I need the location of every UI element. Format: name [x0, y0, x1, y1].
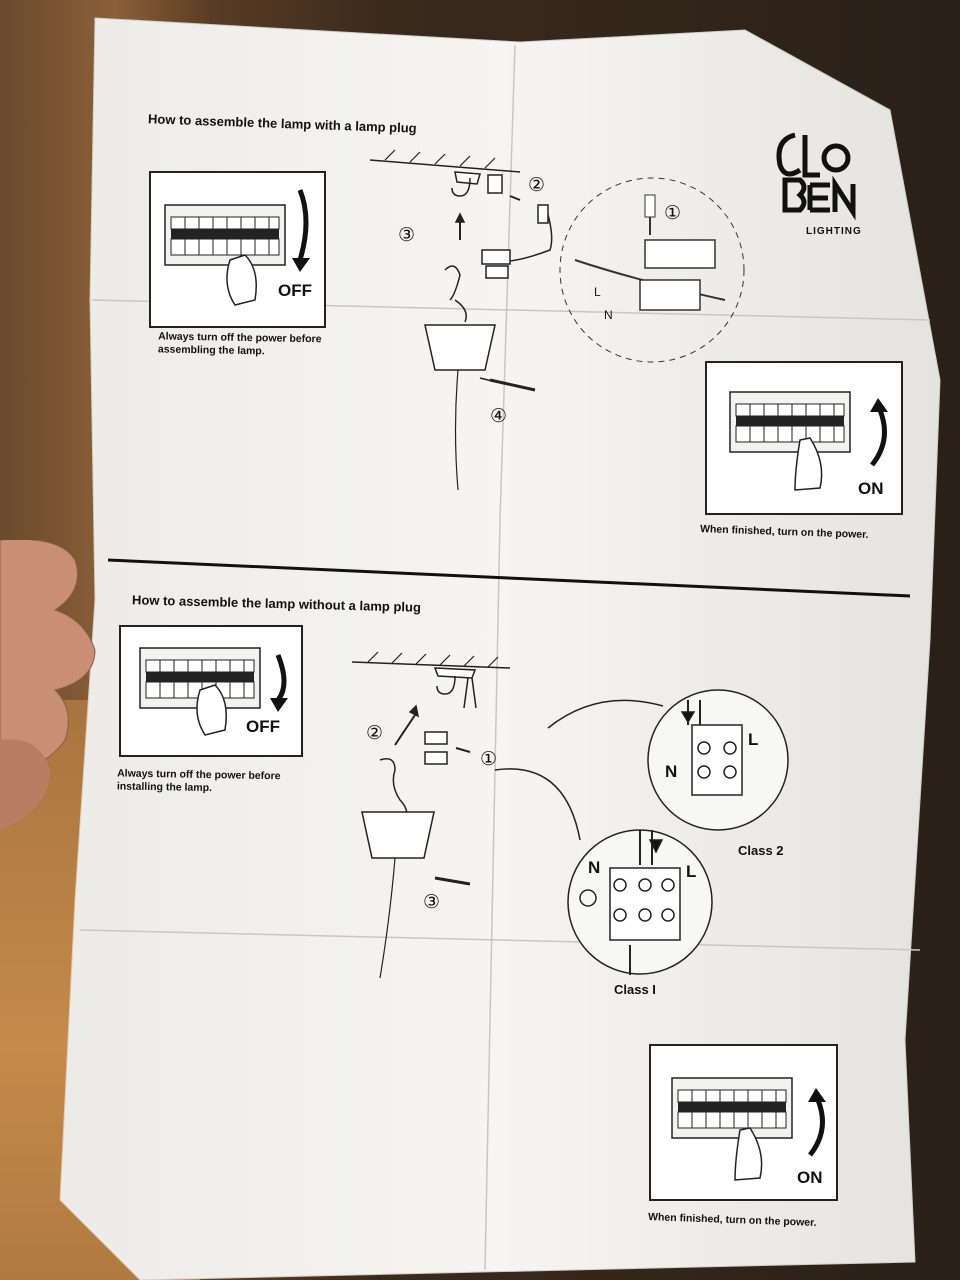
section1-step-3: ③ — [398, 225, 416, 246]
class2-terminal-circle — [547, 689, 789, 831]
globen-logo — [776, 132, 856, 221]
class1-terminal-circle — [494, 768, 713, 975]
section1-step-1: ① — [664, 203, 682, 224]
class2-l-label: L — [748, 730, 759, 749]
section1-step-4: ④ — [490, 406, 508, 427]
class2-n-label: N — [665, 762, 678, 781]
hand-holding-paper — [0, 540, 96, 830]
ceiling-mount-diagram-1 — [369, 149, 553, 491]
ceiling-mount-diagram-2 — [351, 651, 511, 979]
section2-off-label: OFF — [246, 717, 280, 736]
breaker-off-box-2 — [119, 625, 303, 757]
class2-label: Class 2 — [738, 843, 784, 858]
section2-step-1: ① — [480, 749, 498, 770]
breaker-off-box-1 — [149, 171, 326, 328]
breaker-on-box-1 — [705, 361, 903, 515]
wire-l-label: L — [594, 285, 601, 299]
class1-l-label: L — [686, 862, 697, 881]
section2-on-label: ON — [797, 1168, 823, 1187]
section1-on-label: ON — [858, 479, 884, 498]
terminal-zoom-circle — [559, 177, 745, 363]
section2-step-3: ③ — [423, 892, 441, 913]
section2-off-caption: Always turn off the power before install… — [116, 767, 281, 795]
class1-label: Class I — [614, 982, 656, 997]
brand-sub: LIGHTING — [806, 226, 862, 237]
section2-step-2: ② — [366, 723, 384, 744]
section1-off-caption: Always turn off the power before assembl… — [157, 330, 322, 358]
section1-off-label: OFF — [278, 281, 312, 300]
breaker-on-box-2 — [649, 1044, 838, 1201]
section1-step-2: ② — [528, 175, 546, 196]
class1-n-label: N — [588, 858, 601, 877]
wire-n-label: N — [604, 308, 613, 322]
